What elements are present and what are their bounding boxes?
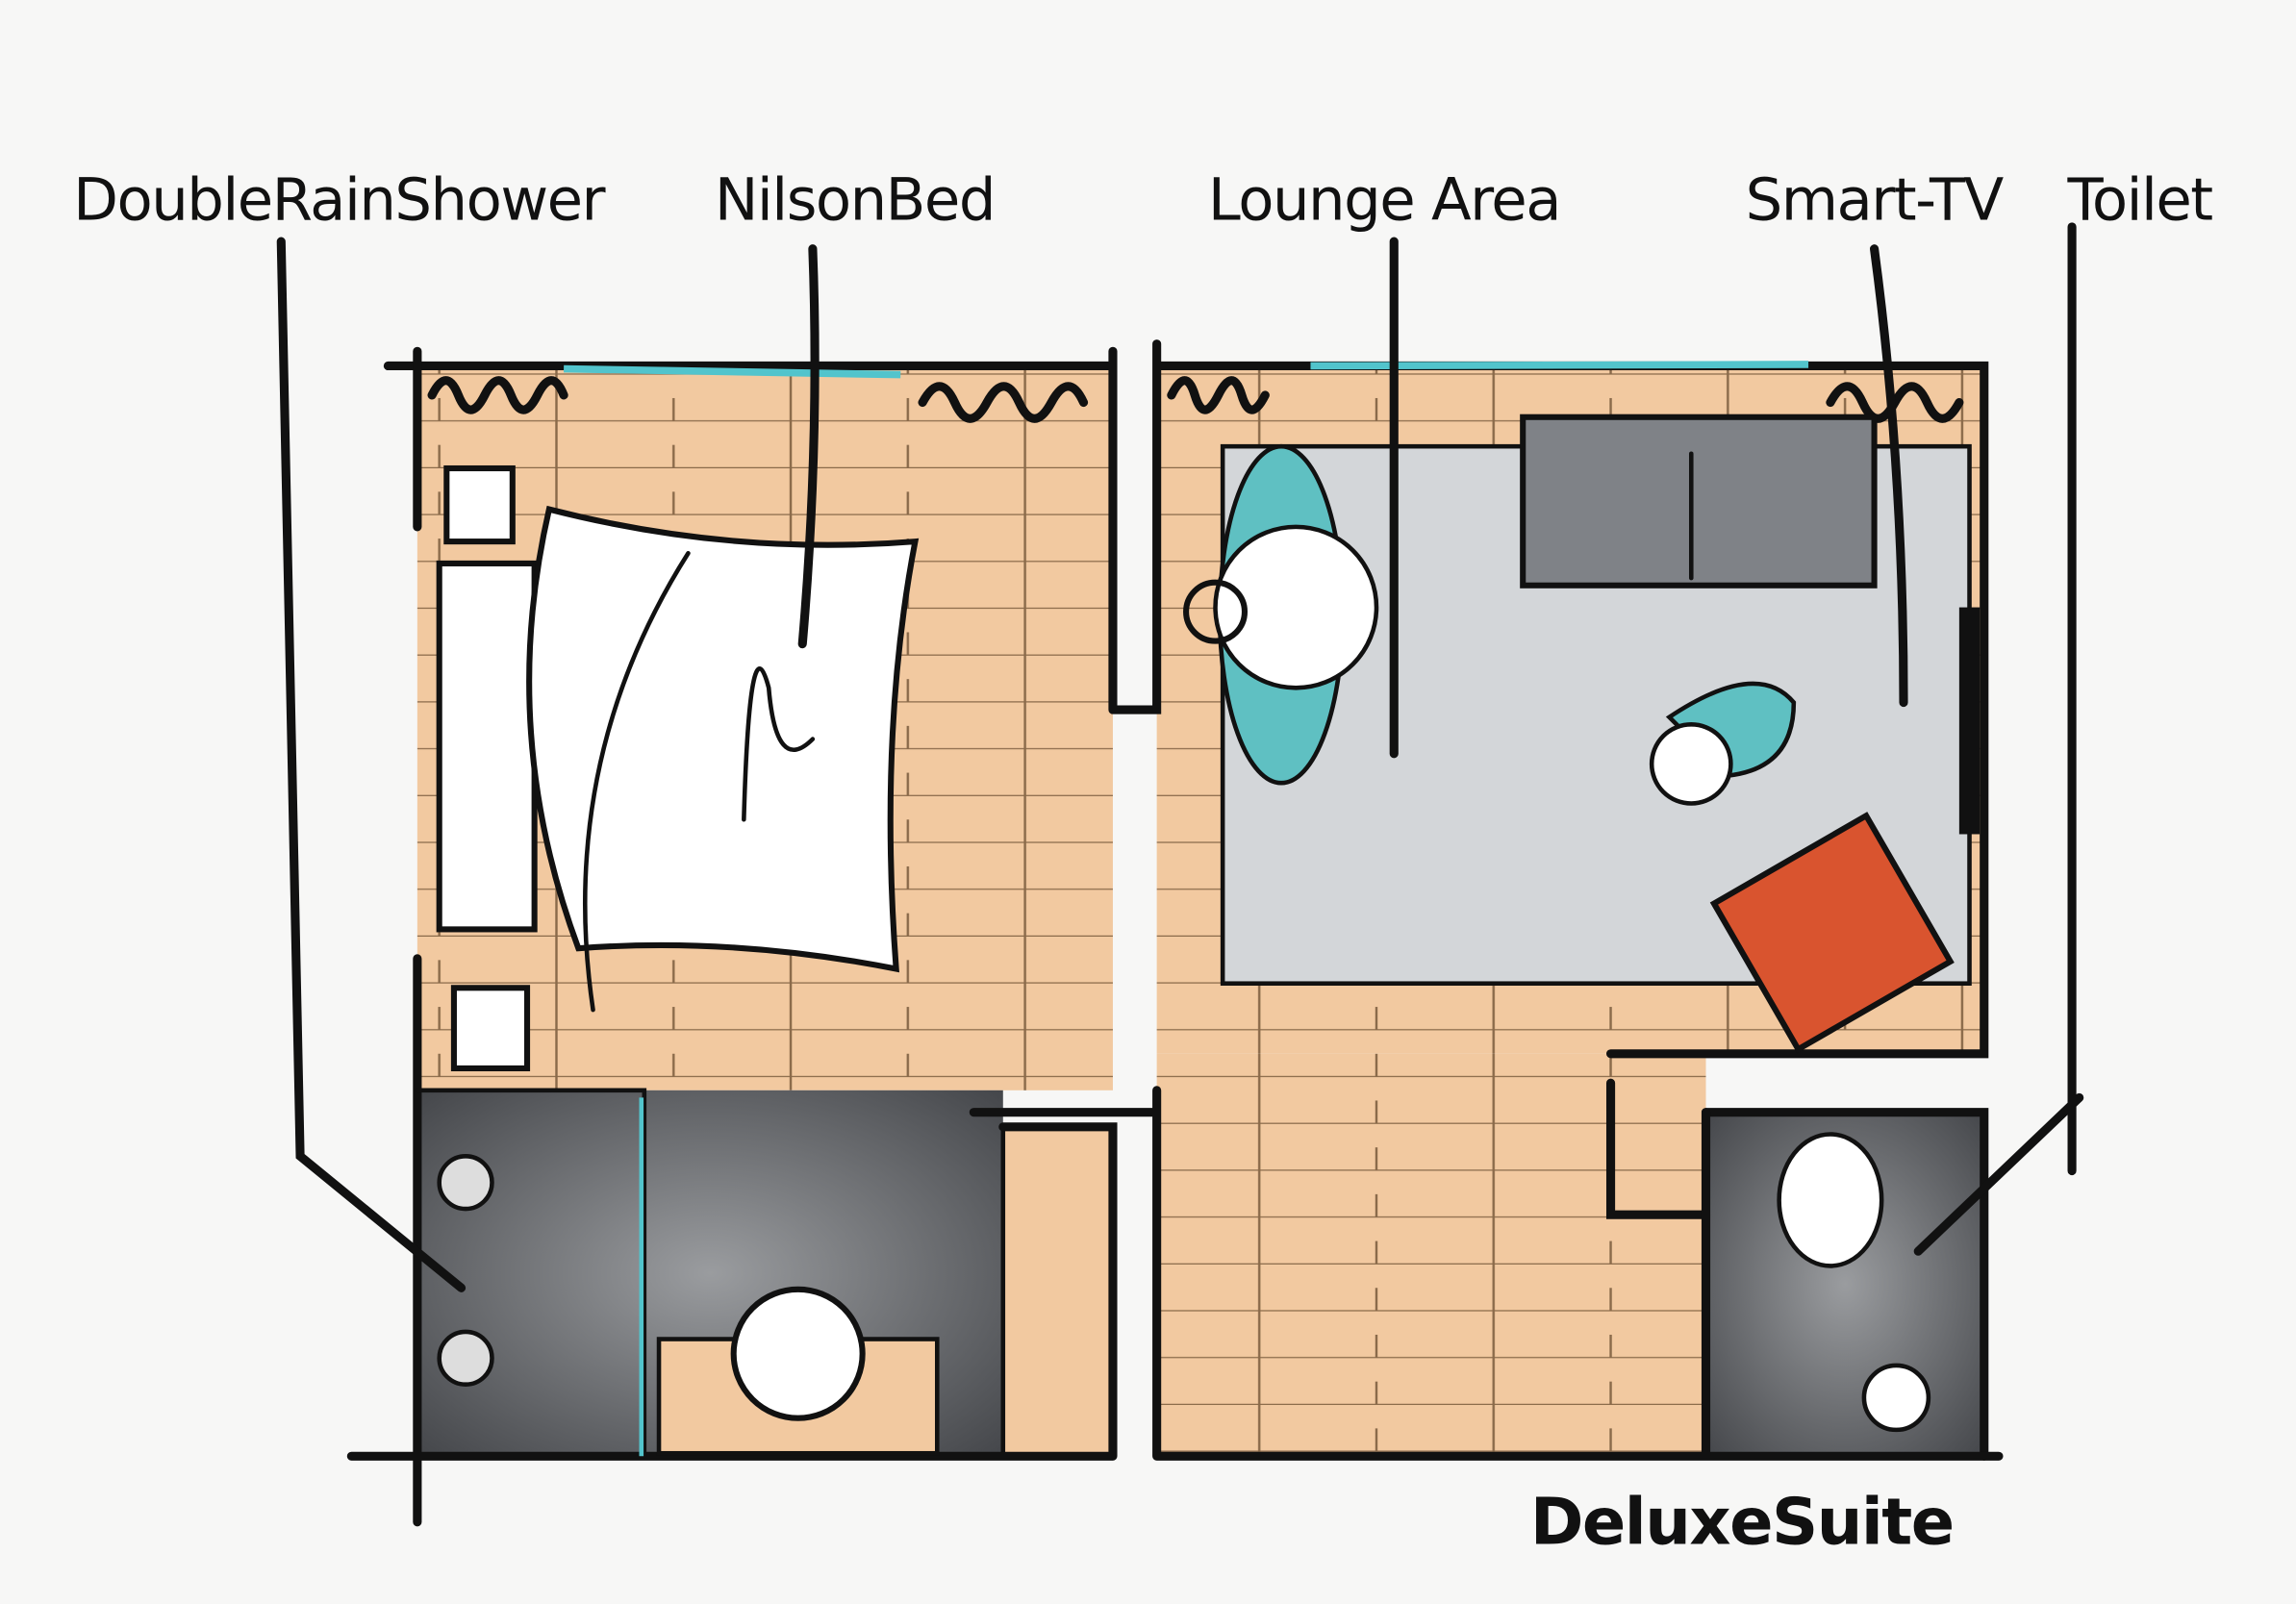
coffee-table-teal	[1665, 681, 1797, 778]
pillows	[436, 560, 538, 933]
sink	[730, 1286, 866, 1421]
lounge-furniture	[1183, 414, 1981, 1054]
armchair	[1709, 812, 1955, 1054]
rain-shower-2	[437, 1329, 494, 1387]
closet	[1000, 1124, 1116, 1459]
hallway-floor	[1156, 1053, 1706, 1457]
label-double-rain-shower: DoubleRainShower	[73, 165, 606, 234]
nightstand-bottom	[450, 985, 531, 1072]
nightstand-top	[443, 464, 516, 545]
curtain-icons	[427, 376, 1964, 423]
window-bedroom	[564, 364, 901, 379]
bathroom-fixtures	[437, 1132, 1931, 1456]
rain-shower-1	[437, 1154, 494, 1212]
leader-lines	[276, 222, 2084, 1292]
sofa	[1520, 414, 1878, 589]
bed	[436, 464, 920, 1072]
desk-chair	[1183, 579, 1249, 644]
lamp-table	[1213, 524, 1379, 690]
toilet-sink	[1861, 1363, 1931, 1433]
stool	[1649, 722, 1733, 806]
window-lounge	[1310, 361, 1809, 370]
label-lounge-area: Lounge Area	[1208, 165, 1560, 234]
smart-tv	[1958, 607, 1981, 835]
label-nilson-bed: NilsonBed	[715, 165, 995, 234]
label-smart-tv: Smart-TV	[1746, 165, 2005, 234]
toilet-bowl	[1777, 1132, 1884, 1268]
walls	[346, 339, 2004, 1527]
label-toilet: Toilet	[2067, 165, 2213, 234]
plan-title: DeluxeSuite	[1530, 1485, 1954, 1560]
